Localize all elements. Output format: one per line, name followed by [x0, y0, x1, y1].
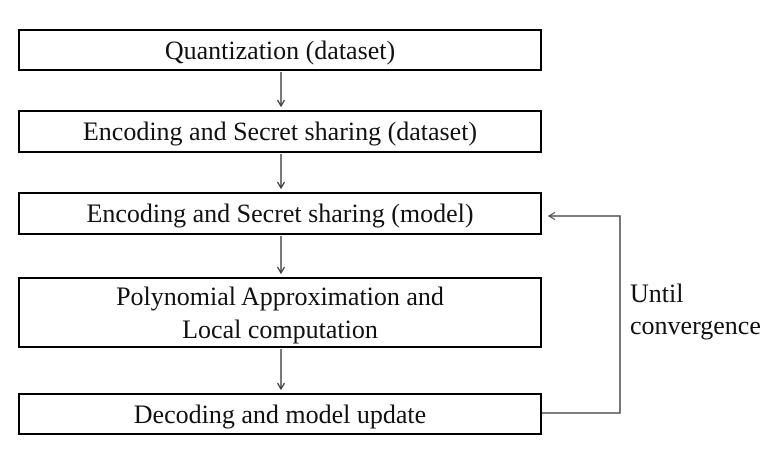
flow-box-polynomial-local: Polynomial Approximation and Local compu… [18, 277, 542, 348]
flow-box-encoding-model: Encoding and Secret sharing (model) [18, 192, 542, 235]
feedback-loop-arrow [542, 211, 621, 414]
flow-box-encoding-model-label: Encoding and Secret sharing (model) [86, 199, 474, 228]
flow-box-quantization-label: Quantization (dataset) [164, 35, 396, 65]
flow-box-decoding-update-label: Decoding and model update [133, 399, 427, 429]
flow-box-polynomial-local-label: Polynomial Approximation and Local compu… [116, 281, 444, 344]
flow-box-encoding-dataset-label: Encoding and Secret sharing (dataset) [82, 117, 478, 146]
flow-box-decoding-update: Decoding and model update [18, 393, 542, 435]
flow-box-quantization: Quantization (dataset) [18, 29, 542, 71]
flow-box-encoding-dataset: Encoding and Secret sharing (dataset) [18, 110, 542, 153]
until-convergence-label: Until convergence [630, 279, 761, 340]
